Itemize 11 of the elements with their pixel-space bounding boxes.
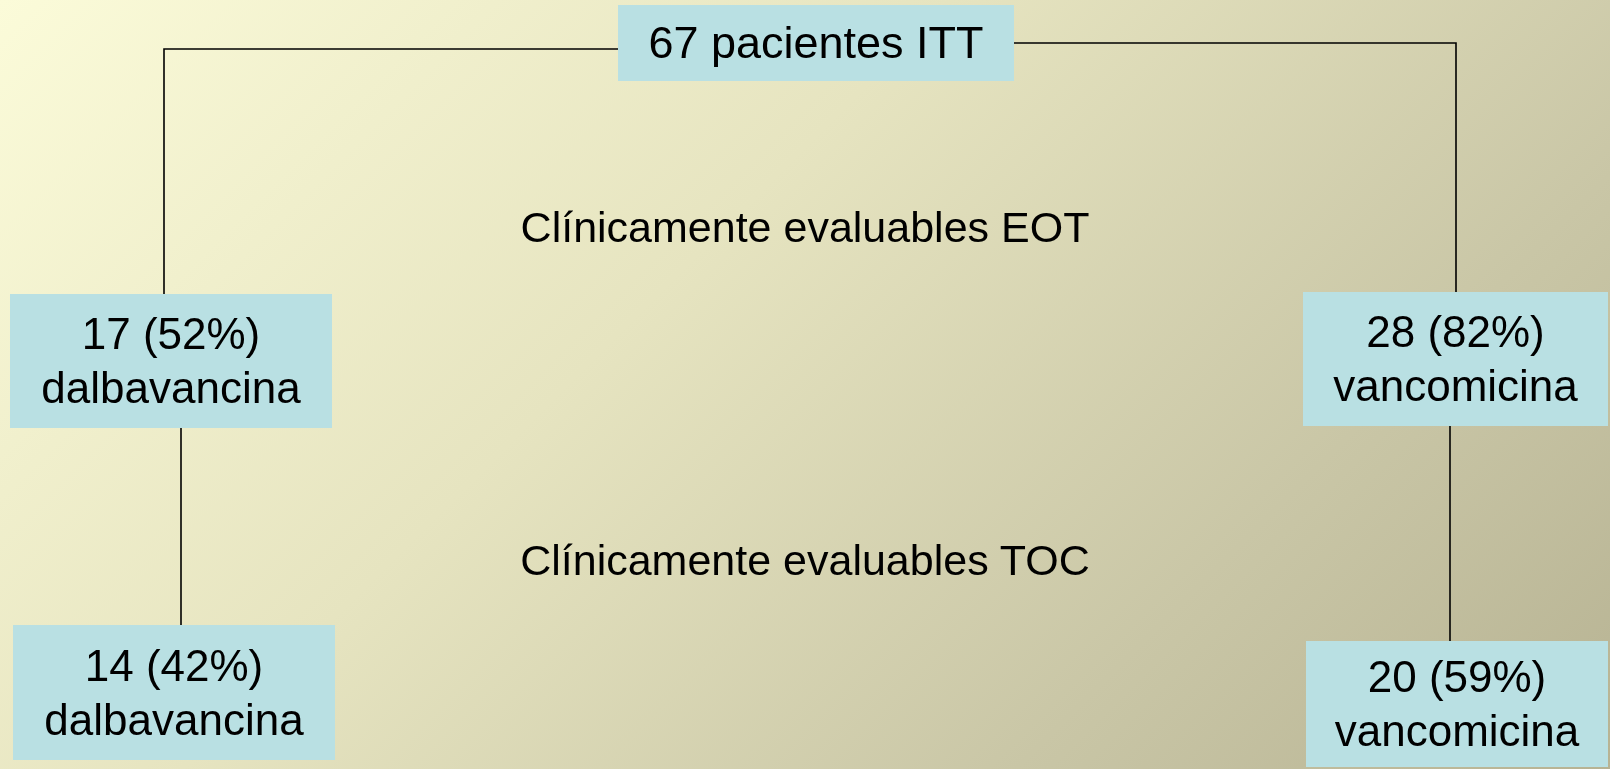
result-box: 20 (59%) vancomicina (1306, 641, 1608, 767)
result-box: 17 (52%) dalbavancina (10, 294, 332, 428)
result-box: 14 (42%) dalbavancina (13, 625, 335, 760)
connector-line (1013, 42, 1457, 293)
stage-label: Clínicamente evaluables TOC (519, 536, 1091, 585)
connector-line (163, 48, 619, 295)
result-box: 67 pacientes ITT (618, 5, 1014, 81)
stage-label: Clínicamente evaluables EOT (519, 203, 1091, 252)
result-box: 28 (82%) vancomicina (1303, 292, 1608, 426)
connector-line (1449, 425, 1451, 642)
connector-line (180, 427, 182, 626)
